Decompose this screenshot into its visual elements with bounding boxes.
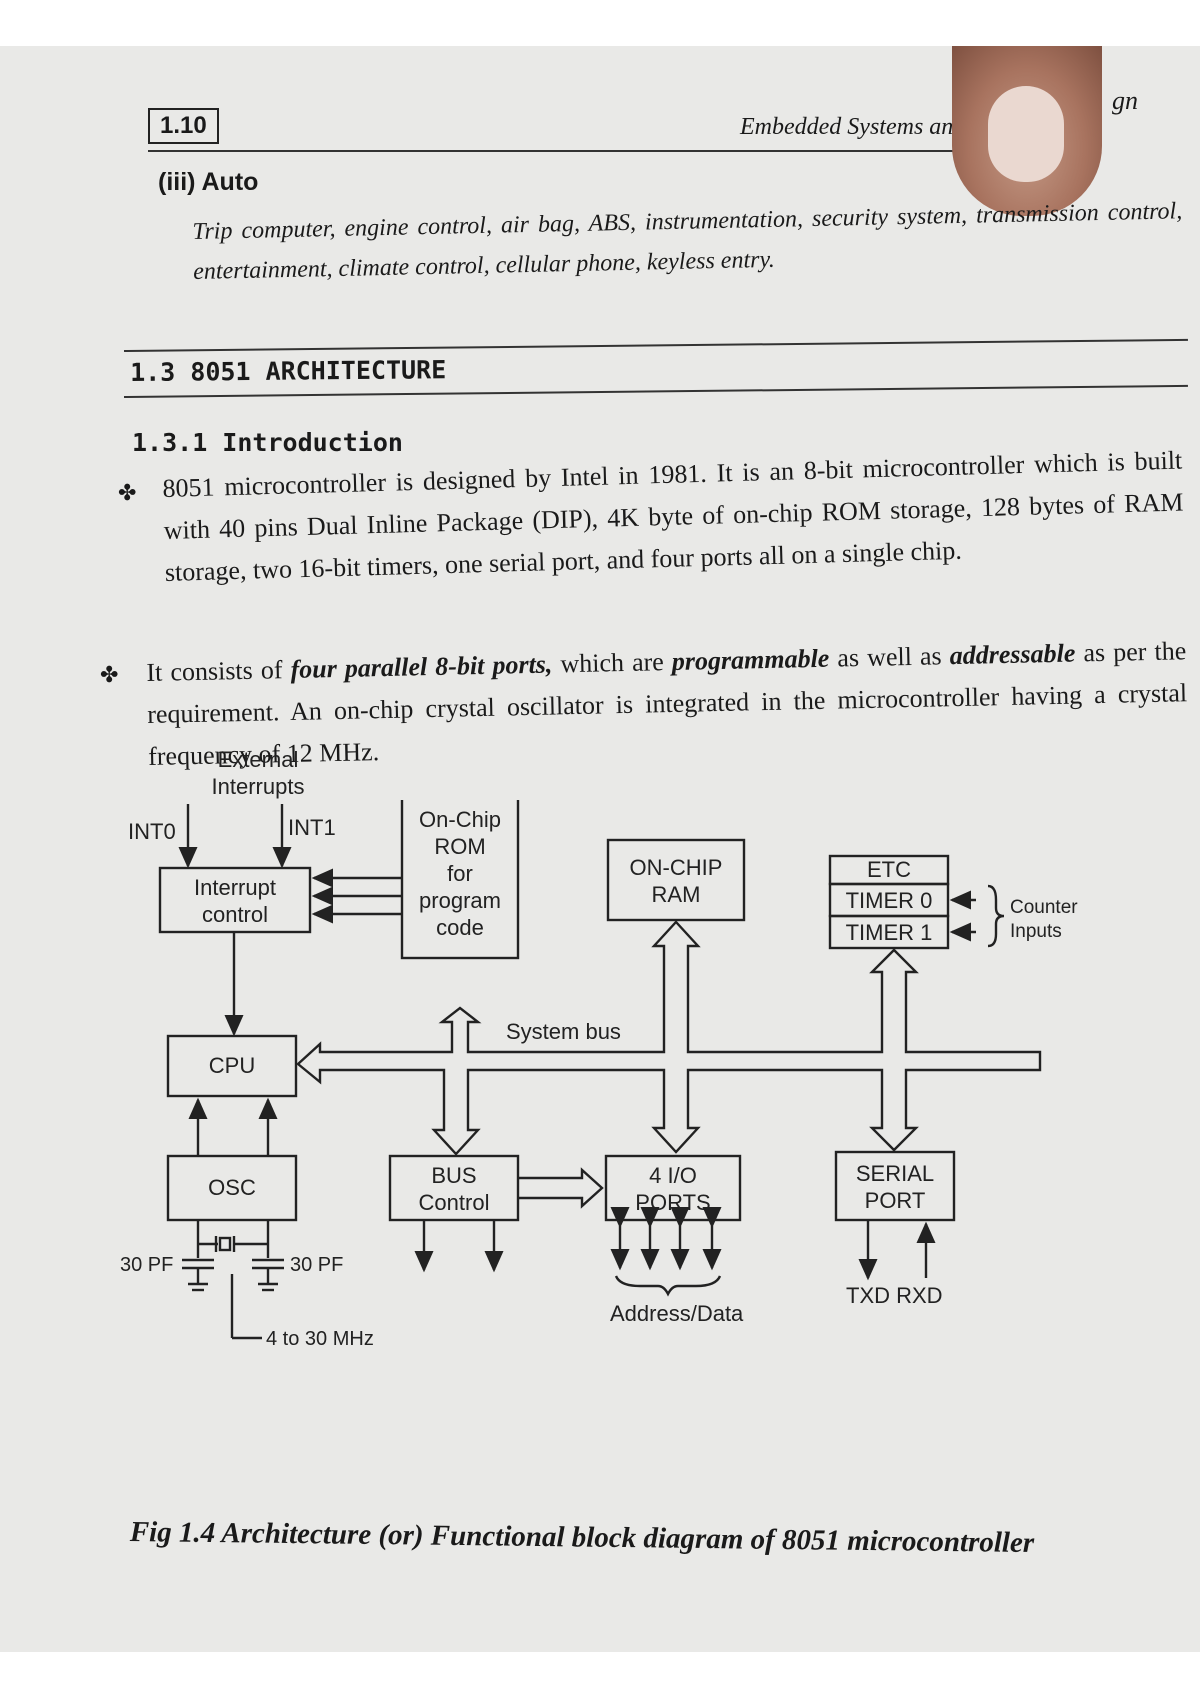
timer1-label: TIMER 1 — [845, 920, 933, 945]
page-number: 1.10 — [148, 108, 219, 144]
section-heading: 1.3 8051 ARCHITECTURE — [130, 355, 447, 387]
timer0-label: TIMER 0 — [845, 888, 933, 913]
counter-inputs-label: Counter Inputs — [1010, 897, 1078, 942]
external-interrupts-label: External Interrupts — [211, 747, 305, 799]
subsection-heading: 1.3.1 Introduction — [132, 428, 403, 457]
ram-label: ON-CHIP RAM — [629, 855, 723, 907]
bullet-ports-mid2: as well as — [828, 641, 950, 673]
serial-port-label: SERIAL PORT — [855, 1161, 935, 1213]
bullet-icon: ✤ — [100, 662, 119, 687]
osc-label: OSC — [208, 1175, 256, 1200]
system-bus-label: System bus — [506, 1019, 621, 1044]
emphasis-addressable: addressable — [949, 638, 1076, 671]
document-page — [0, 46, 1200, 1652]
address-data-label: Address/Data — [610, 1301, 744, 1326]
int0-label: INT0 — [128, 819, 176, 844]
rom-block — [400, 800, 520, 960]
header-rule — [148, 150, 1018, 152]
ram-block — [606, 838, 746, 922]
auto-subheading: (iii) Auto — [158, 168, 259, 196]
rom-label: On-Chip ROM for program code — [419, 807, 501, 940]
etc-label: ETC — [867, 857, 911, 882]
cap-left-label: 30 PF — [120, 1254, 174, 1276]
block-diagram-lines — [158, 800, 1042, 1340]
int1-label: INT1 — [288, 815, 336, 840]
running-head: Embedded Systems and — [740, 114, 966, 140]
block-diagram-8051: External Interrupts INT0 INT1 Interrupt … — [120, 747, 1140, 1480]
interrupt-control-label: Interrupt control — [194, 875, 276, 927]
bullet-icon: ✤ — [118, 480, 137, 505]
bus-control-block — [388, 1154, 520, 1222]
crystal-frequency-label: 4 to 30 MHz — [266, 1328, 374, 1350]
io-ports-label: 4 I/O PORTS — [635, 1163, 711, 1215]
cpu-label: CPU — [208, 1053, 256, 1078]
timer1-block — [828, 914, 950, 950]
emphasis-programmable: programmable — [671, 643, 830, 676]
emphasis-parallel-ports: four parallel 8-bit ports, — [290, 649, 553, 684]
serial-port-block — [834, 1150, 956, 1222]
running-head-tail: gn — [1112, 86, 1138, 115]
bullet-ports-pre: It consists of — [146, 654, 291, 687]
page-header: 1.10 Embedded Systems and — [148, 108, 1188, 150]
txd-rxd-label: TXD RXD — [846, 1283, 943, 1308]
osc-block — [166, 1154, 298, 1222]
bus-control-label: BUS Control — [418, 1163, 490, 1215]
thumbnail-nail — [988, 86, 1064, 182]
bullet-ports-mid: which are — [552, 646, 673, 679]
cap-right-label: 30 PF — [290, 1254, 344, 1276]
